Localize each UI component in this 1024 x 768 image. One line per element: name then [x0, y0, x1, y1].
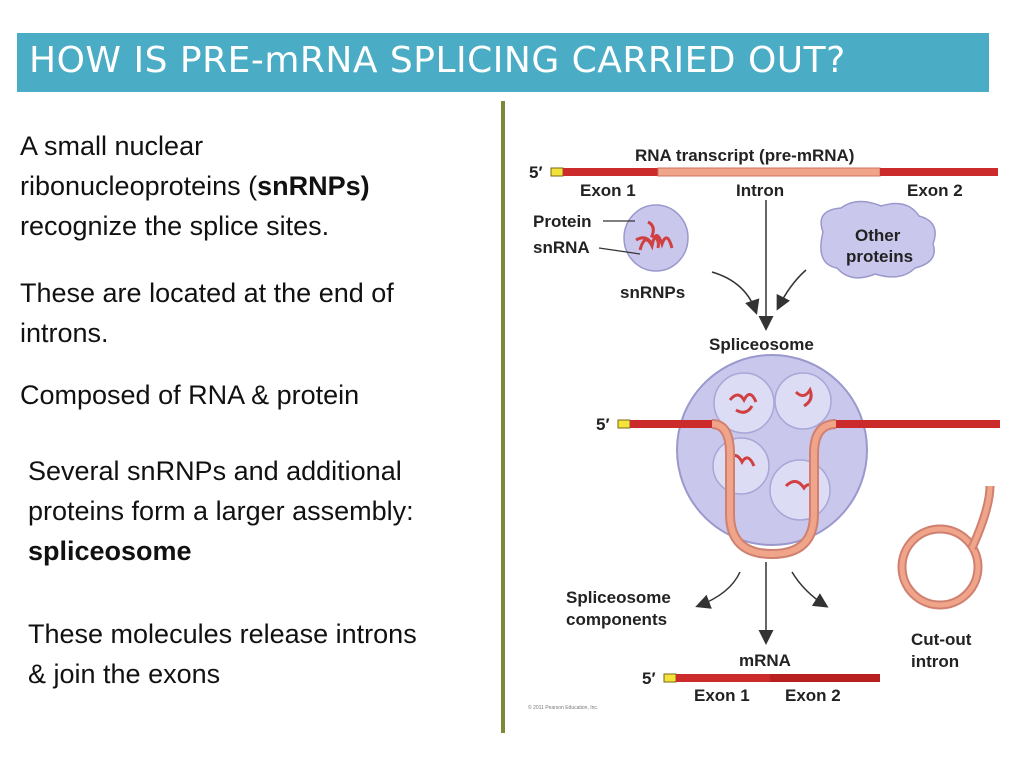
arrow-to-components — [695, 571, 741, 609]
exon1-label: Exon 1 — [694, 686, 750, 705]
paragraph-snrnps: A small nuclear ribonucleoproteins (snRN… — [20, 126, 370, 246]
text-line: spliceosome — [28, 531, 414, 571]
copyright-text: © 2011 Pearson Education, Inc. — [528, 704, 598, 711]
intron-segment — [657, 167, 881, 177]
snrnp-subunit — [774, 372, 832, 430]
exon2-label: Exon 2 — [907, 181, 963, 200]
text-line: These molecules release introns — [28, 619, 417, 649]
exon1-segment — [630, 420, 712, 428]
exon2-segment — [880, 168, 998, 176]
bold-term-snrnps: snRNPs) — [257, 171, 370, 201]
exon2-segment — [836, 420, 1000, 428]
snrnp-particle — [623, 204, 689, 272]
other-proteins-label-2: proteins — [846, 247, 913, 266]
text-line: & join the exons — [28, 659, 221, 689]
components-label-2: components — [566, 610, 667, 629]
exon1-segment — [676, 674, 770, 682]
cap-marker — [663, 673, 677, 683]
page-title: HOW IS PRE-mRNA SPLICING CARRIED OUT? — [29, 40, 846, 81]
snrna-squiggle — [728, 386, 813, 414]
five-prime-label: 5′ — [529, 163, 543, 182]
snrnps-label: snRNPs — [620, 283, 685, 302]
five-prime-label: 5′ — [596, 415, 610, 434]
cutout-label-2: intron — [911, 652, 959, 671]
text-line: recognize the splice sites. — [20, 211, 330, 241]
snrna-label: snRNA — [533, 238, 590, 257]
text-line: Several snRNPs and additional — [28, 456, 402, 486]
snrnp-subunit — [769, 459, 831, 521]
pre-mrna-strand: 5′ — [529, 163, 998, 182]
paragraph-spliceosome: Several snRNPs and additional proteins f… — [28, 451, 414, 571]
mrna-strand: 5′ — [642, 669, 880, 688]
text-span: ribonucleoproteins ( — [20, 171, 258, 201]
vertical-divider — [501, 101, 505, 733]
protein-label: Protein — [533, 212, 592, 231]
five-prime-label: 5′ — [642, 669, 656, 688]
cap-marker — [617, 419, 631, 429]
cutout-intron-lasso — [897, 485, 995, 610]
text-line: A small nuclear — [20, 131, 204, 161]
pre-mrna-label: RNA transcript (pre-mRNA) — [635, 146, 854, 165]
text-line: Composed of RNA & protein — [20, 380, 360, 410]
exon2-label: Exon 2 — [785, 686, 841, 705]
exon2-segment — [770, 674, 880, 682]
bold-term-spliceosome: spliceosome — [28, 536, 192, 566]
title-bar: HOW IS PRE-mRNA SPLICING CARRIED OUT? — [17, 33, 989, 92]
text-line: introns. — [20, 318, 109, 348]
paragraph-location: These are located at the end of introns. — [20, 273, 394, 353]
cutout-label-1: Cut-out — [911, 630, 972, 649]
paragraph-release: These molecules release introns & join t… — [28, 614, 417, 694]
intron-loop-inner — [711, 421, 837, 558]
other-proteins-blob — [820, 200, 936, 279]
snrnp-subunit — [712, 437, 770, 495]
exon1-label: Exon 1 — [580, 181, 636, 200]
cap-marker — [550, 167, 564, 177]
exon1-segment — [563, 168, 658, 176]
snrnp-subunit — [713, 372, 775, 434]
spliceosome-label: Spliceosome — [709, 335, 814, 354]
arrow-snrnps-to-spliceosome — [711, 271, 760, 315]
arrow-proteins-to-spliceosome — [776, 269, 807, 311]
mrna-label: mRNA — [739, 651, 791, 670]
snrna-squiggle — [635, 220, 674, 251]
text-line: ribonucleoproteins (snRNPs) — [20, 166, 370, 206]
text-line: proteins form a larger assembly: — [28, 496, 414, 526]
arrow-to-cutout — [791, 571, 829, 608]
paragraph-composition: Composed of RNA & protein — [20, 375, 359, 415]
components-label-1: Spliceosome — [566, 588, 671, 607]
spliceosome-complex — [676, 354, 868, 546]
snrna-leader-line — [598, 247, 641, 255]
text-line: These are located at the end of — [20, 278, 394, 308]
other-proteins-label-1: Other — [855, 226, 901, 245]
intron-label: Intron — [736, 181, 784, 200]
